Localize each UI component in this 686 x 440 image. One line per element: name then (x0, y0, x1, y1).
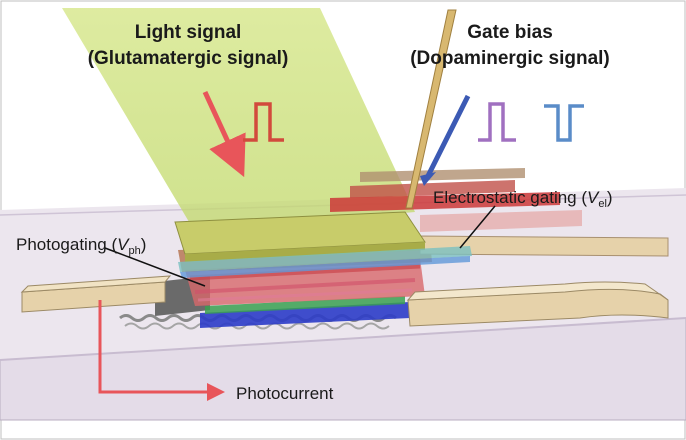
gate-bias-subtitle: (Dopaminergic signal) (410, 48, 610, 69)
photogating-leader (104, 247, 206, 287)
photocurrent-arrow (98, 300, 225, 401)
right-electrode (406, 281, 669, 327)
green-layer (205, 296, 405, 314)
photogating-close: ) (141, 235, 147, 254)
gate-bias-title: Gate bias (467, 22, 553, 43)
gate-probe (405, 9, 457, 209)
photocurrent-label: Photocurrent (236, 384, 334, 403)
electrostatic-gating-label: Electrostatic gating (Vel) (433, 188, 613, 210)
light-signal-subtitle: (Glutamatergic signal) (88, 48, 289, 69)
electrostatic-text: Electrostatic gating ( (433, 188, 587, 207)
photogating-var: V (117, 235, 130, 254)
blue-layer (200, 302, 410, 328)
left-electrode (20, 275, 172, 313)
electrostatic-var: V (587, 188, 600, 207)
photogating-label: Photogating (Vph) (16, 235, 146, 257)
top-gate-layer (174, 211, 472, 278)
light-cone (62, 8, 415, 232)
light-pulse (243, 102, 284, 142)
gate-arrow (425, 94, 471, 178)
light-arrow (202, 90, 246, 178)
gate-pulse-blue (544, 104, 584, 142)
photogating-sub: ph (128, 245, 140, 257)
electrostatic-sub: el (598, 198, 607, 210)
electrostatic-close: ) (607, 188, 613, 207)
electrostatic-leader (459, 205, 496, 249)
photogating-text: Photogating ( (16, 235, 117, 254)
light-signal-title: Light signal (135, 22, 242, 43)
gate-stack (330, 168, 669, 257)
gate-pulse-purple (478, 102, 516, 142)
